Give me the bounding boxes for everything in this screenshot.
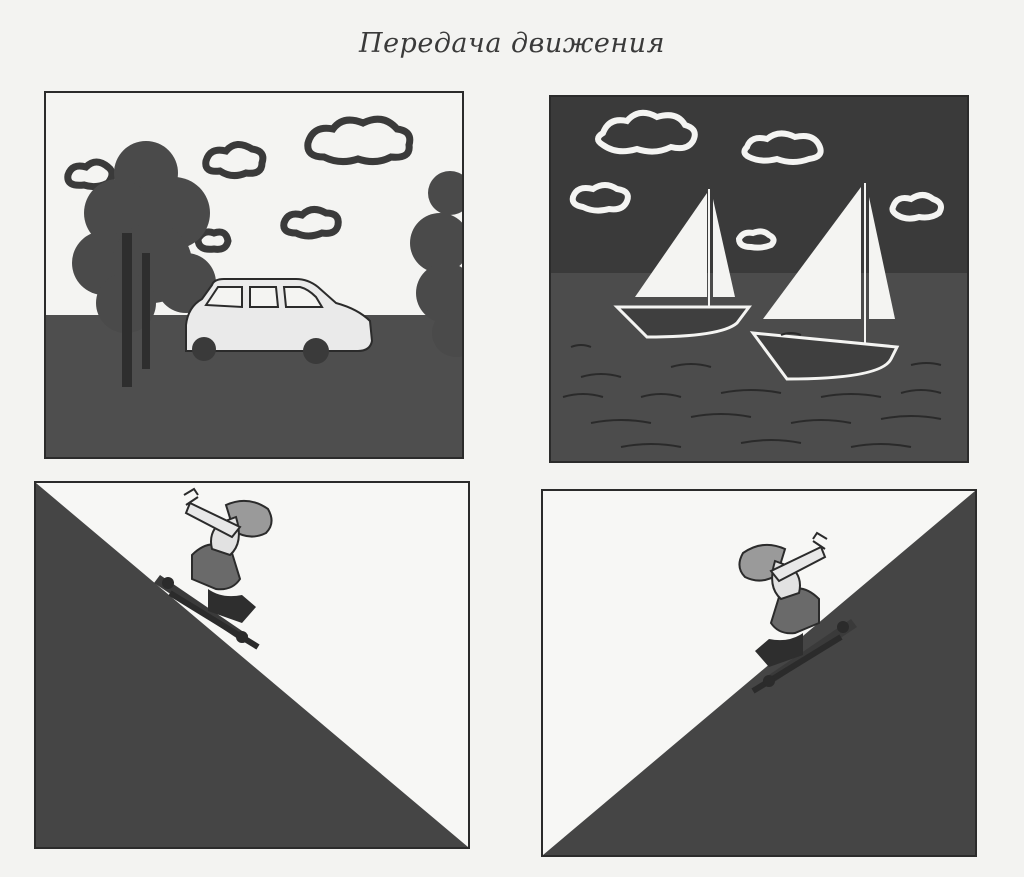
cloud-icon: [741, 130, 824, 165]
sailboat-icon: [613, 189, 752, 339]
sailboats-scene-panel: [549, 95, 969, 463]
cloud-icon: [64, 158, 116, 191]
cloud-icon: [304, 115, 414, 166]
clouds-group: [64, 115, 414, 253]
car-scene-panel: [44, 91, 464, 459]
car-scene-illustration: [46, 115, 462, 457]
cloud-icon: [889, 192, 944, 222]
cloud-icon: [194, 228, 232, 253]
cloud-icon: [569, 182, 631, 214]
sled-uphill-illustration: [543, 491, 975, 855]
clouds-group: [569, 109, 944, 251]
sled-downhill-scene-panel: [34, 481, 470, 849]
cloud-icon: [735, 228, 777, 251]
cloud-icon: [280, 206, 342, 240]
sailboat-icon: [749, 183, 900, 381]
tree-icon: [410, 171, 462, 357]
cloud-icon: [202, 141, 267, 180]
cloud-icon: [595, 109, 698, 155]
sled-uphill-scene-panel: [541, 489, 977, 857]
child-on-sled-icon: [738, 531, 857, 694]
slope-shape: [543, 491, 975, 855]
slope-shape: [36, 483, 468, 847]
sky-shape: [551, 97, 967, 273]
sled-downhill-illustration: [36, 483, 468, 847]
sea-shape: [551, 273, 967, 461]
waves-group: [562, 332, 942, 448]
page-title: Передача движения: [359, 28, 665, 59]
car-icon: [185, 278, 374, 364]
tree-icon: [72, 141, 216, 387]
child-on-sled-icon: [154, 487, 273, 650]
sailboats-scene-illustration: [551, 97, 967, 461]
